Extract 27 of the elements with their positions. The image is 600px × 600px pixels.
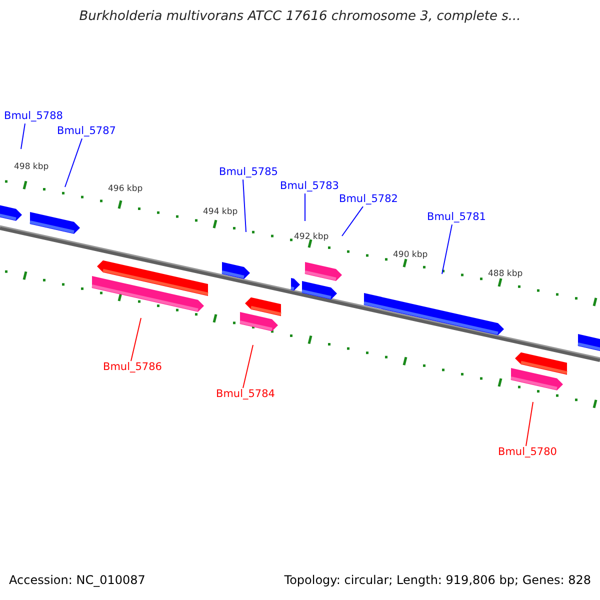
leader-line [242,179,246,232]
gene-label: Bmul_5783 [280,181,339,193]
leader-line [242,344,254,388]
leader-line [526,402,534,446]
scale-label: 492 kbp [294,233,329,242]
gene-label: Bmul_5785 [219,167,278,179]
gene-label: Bmul_5780 [498,447,557,459]
leader-line [64,138,82,188]
genome-summary: Topology: circular; Length: 919,806 bp; Genes: 828 [284,574,591,588]
scale-label: 494 kbp [203,208,238,218]
scale-label: 488 kbp [488,270,523,280]
leader-line [442,224,452,274]
leader-line [342,206,364,236]
leader-line [130,318,142,362]
leader-line [304,193,306,222]
scale-label: 498 kbp [14,163,49,172]
gene-label: Bmul_5787 [57,126,116,138]
accession-note: Accession: NC_010087 [9,574,146,588]
gene-label: Bmul_5788 [4,111,63,123]
gene-label: Bmul_5782 [339,194,398,206]
gene-label: Bmul_5784 [216,389,275,401]
gene-label: Bmul_5781 [427,212,486,224]
scale-label: 496 kbp [108,185,143,194]
scale-label: 490 kbp [393,251,428,260]
gene-label: Bmul_5786 [103,362,162,374]
map-title: Burkholderia multivorans ATCC 17616 chromosome 3, complete s... [78,10,522,24]
leader-line [20,123,26,150]
